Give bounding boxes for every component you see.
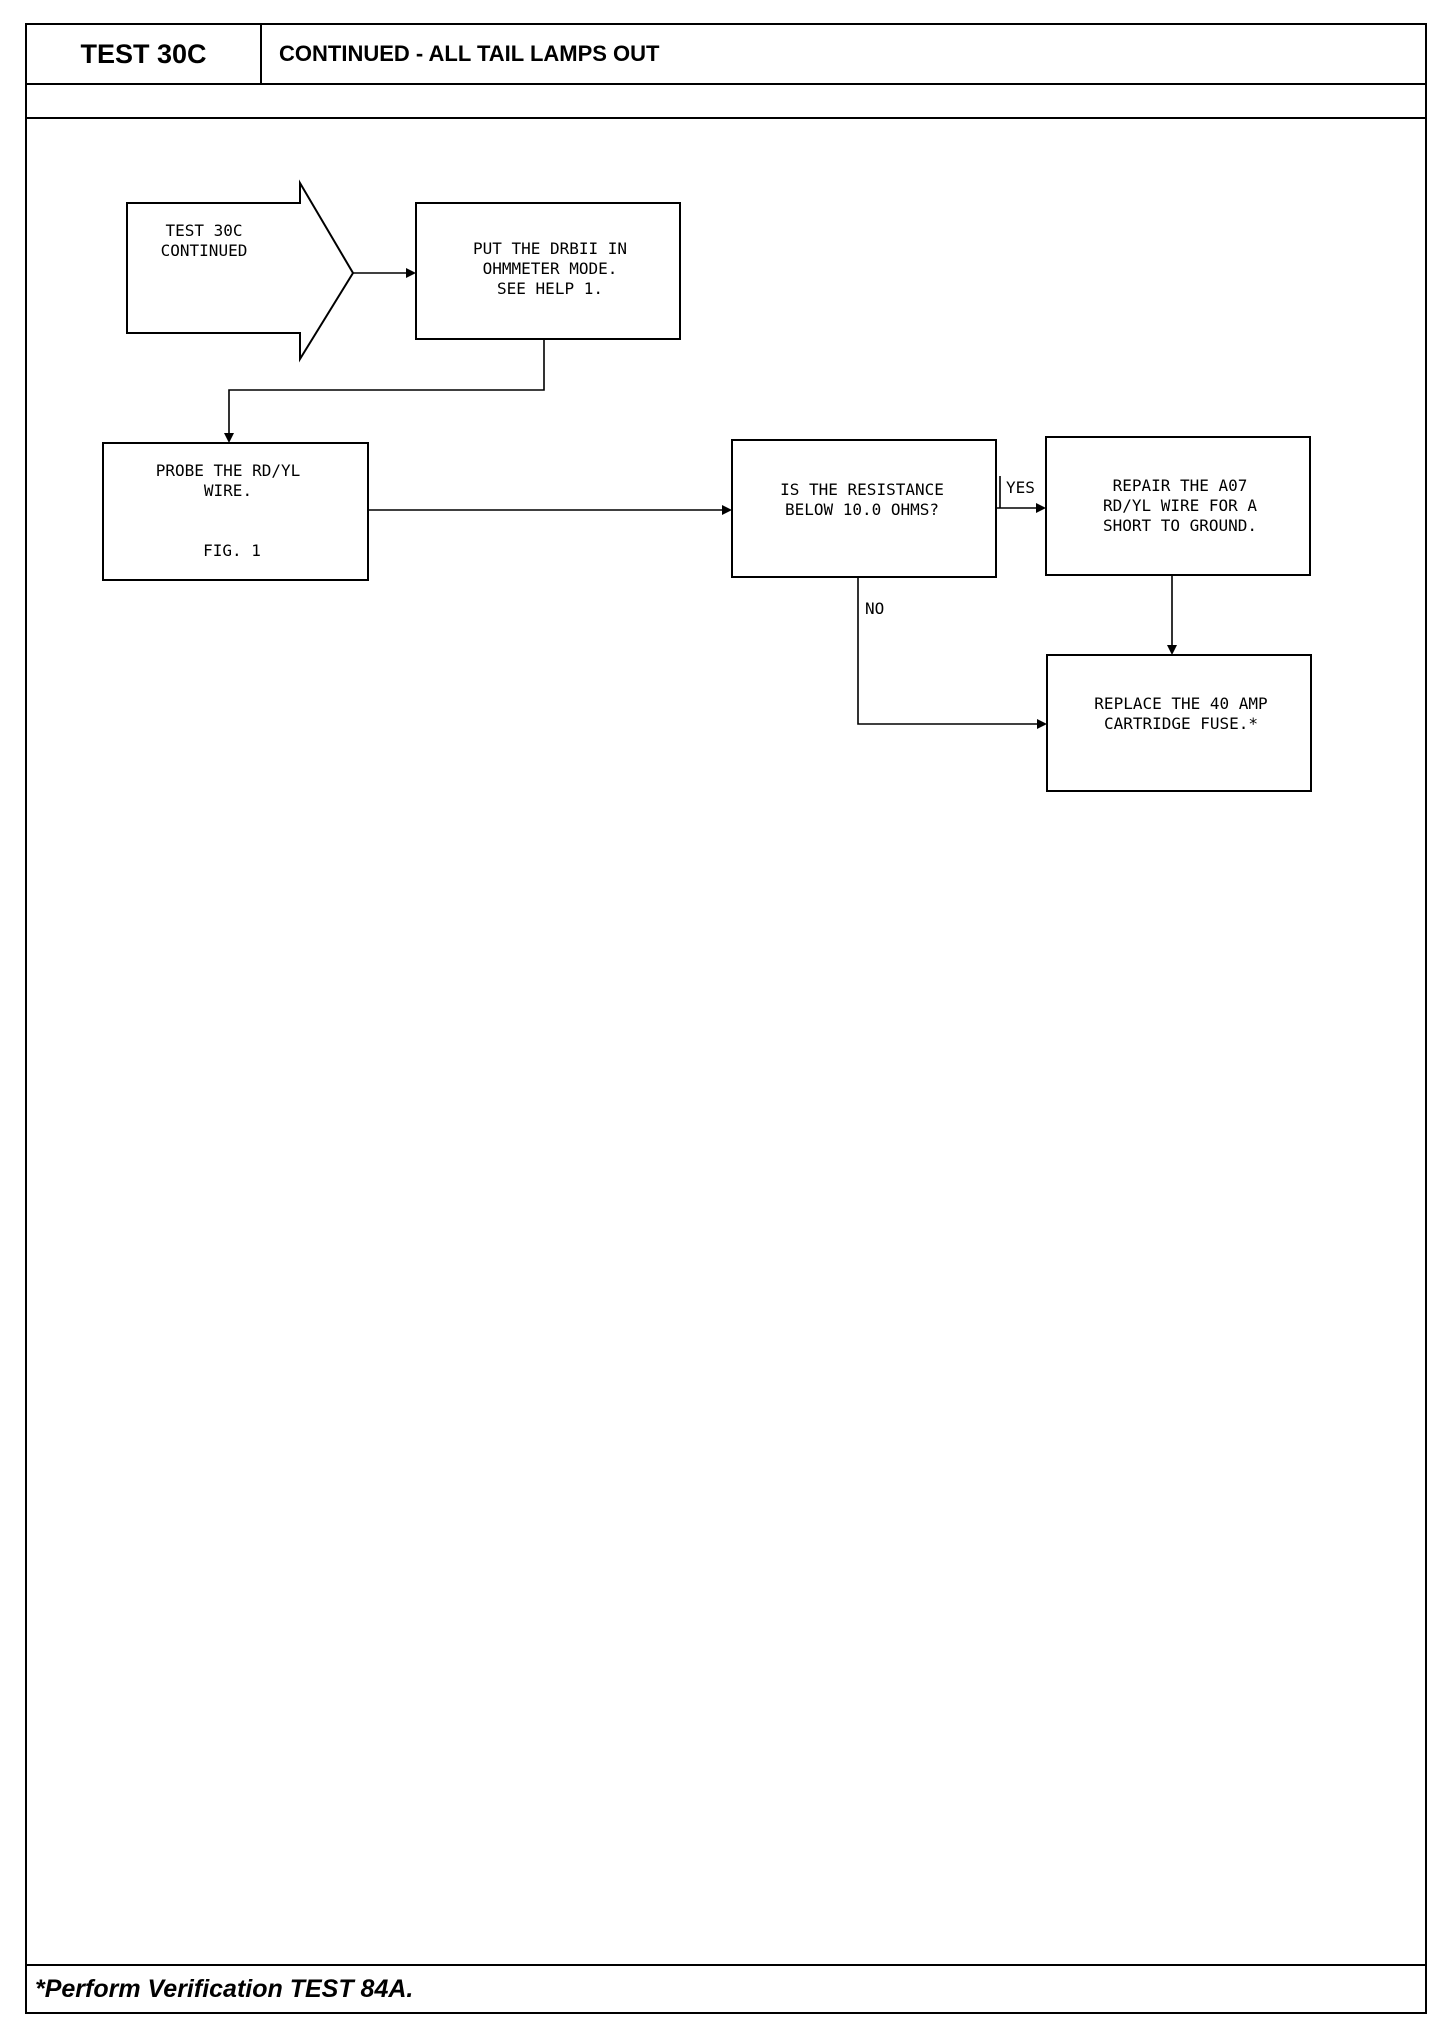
node-probe: PROBE THE RD/YL WIRE. FIG. 1 bbox=[102, 442, 369, 581]
start-arrow-shape bbox=[126, 179, 355, 363]
node-ohmmeter: PUT THE DRBII IN OHMMETER MODE. SEE HELP… bbox=[415, 202, 681, 340]
node-decision-line-1: IS THE RESISTANCE bbox=[780, 480, 944, 499]
edge-ohmmeter-to-probe-arrowhead bbox=[224, 433, 234, 443]
footer-note: *Perform Verification TEST 84A. bbox=[27, 1964, 1425, 2012]
node-replace-line-2: CARTRIDGE FUSE.* bbox=[1104, 714, 1258, 733]
edge-decision-to-replace-arrowhead bbox=[1037, 719, 1047, 729]
edge-ohmmeter-to-probe bbox=[224, 339, 545, 443]
node-ohmmeter-line-3: SEE HELP 1. bbox=[497, 279, 603, 298]
node-decision: IS THE RESISTANCE BELOW 10.0 OHMS? bbox=[731, 439, 997, 578]
node-probe-line-1: PROBE THE RD/YL bbox=[156, 461, 301, 480]
header-divider bbox=[27, 117, 1425, 119]
node-probe-box bbox=[102, 442, 369, 581]
edge-ohmmeter-to-probe-line bbox=[228, 339, 545, 436]
edge-yes-label: YES bbox=[1006, 478, 1035, 497]
edge-decision-to-repair: YES bbox=[996, 476, 1046, 513]
start-node: TEST 30C CONTINUED bbox=[126, 179, 355, 363]
node-decision-line-2: BELOW 10.0 OHMS? bbox=[785, 500, 939, 519]
edge-repair-to-replace-arrowhead bbox=[1167, 645, 1177, 655]
header-row: TEST 30C CONTINUED - ALL TAIL LAMPS OUT bbox=[27, 25, 1425, 85]
edge-start-to-ohmmeter bbox=[353, 268, 416, 278]
edge-start-to-ohmmeter-arrowhead bbox=[406, 268, 416, 278]
edge-probe-to-decision bbox=[368, 505, 732, 515]
node-probe-figure: FIG. 1 bbox=[203, 541, 261, 560]
edge-decision-to-repair-arrowhead bbox=[1036, 503, 1046, 513]
edge-decision-to-replace: NO bbox=[857, 577, 1047, 729]
page-frame: TEST 30C CONTINUED - ALL TAIL LAMPS OUT … bbox=[25, 23, 1427, 2014]
node-replace-line-1: REPLACE THE 40 AMP bbox=[1094, 694, 1267, 713]
start-line-1: TEST 30C bbox=[165, 221, 242, 240]
node-repair-line-1: REPAIR THE A07 bbox=[1113, 476, 1248, 495]
node-repair-line-2: RD/YL WIRE FOR A bbox=[1103, 496, 1257, 515]
node-probe-line-2: WIRE. bbox=[204, 481, 252, 500]
edge-decision-to-replace-line bbox=[857, 577, 1040, 725]
edge-repair-to-replace bbox=[1167, 575, 1177, 655]
start-line-2: CONTINUED bbox=[161, 241, 248, 260]
test-id: TEST 30C bbox=[27, 25, 262, 83]
node-repair: REPAIR THE A07 RD/YL WIRE FOR A SHORT TO… bbox=[1045, 436, 1311, 576]
test-title: CONTINUED - ALL TAIL LAMPS OUT bbox=[279, 41, 660, 66]
node-ohmmeter-box bbox=[415, 202, 681, 340]
node-repair-line-3: SHORT TO GROUND. bbox=[1103, 516, 1257, 535]
node-ohmmeter-line-1: PUT THE DRBII IN bbox=[473, 239, 627, 258]
node-ohmmeter-line-2: OHMMETER MODE. bbox=[483, 259, 618, 278]
edge-no-label: NO bbox=[865, 599, 884, 618]
node-replace: REPLACE THE 40 AMP CARTRIDGE FUSE.* bbox=[1046, 654, 1312, 792]
edge-probe-to-decision-arrowhead bbox=[722, 505, 732, 515]
node-repair-box bbox=[1045, 436, 1311, 576]
node-replace-box bbox=[1046, 654, 1312, 792]
